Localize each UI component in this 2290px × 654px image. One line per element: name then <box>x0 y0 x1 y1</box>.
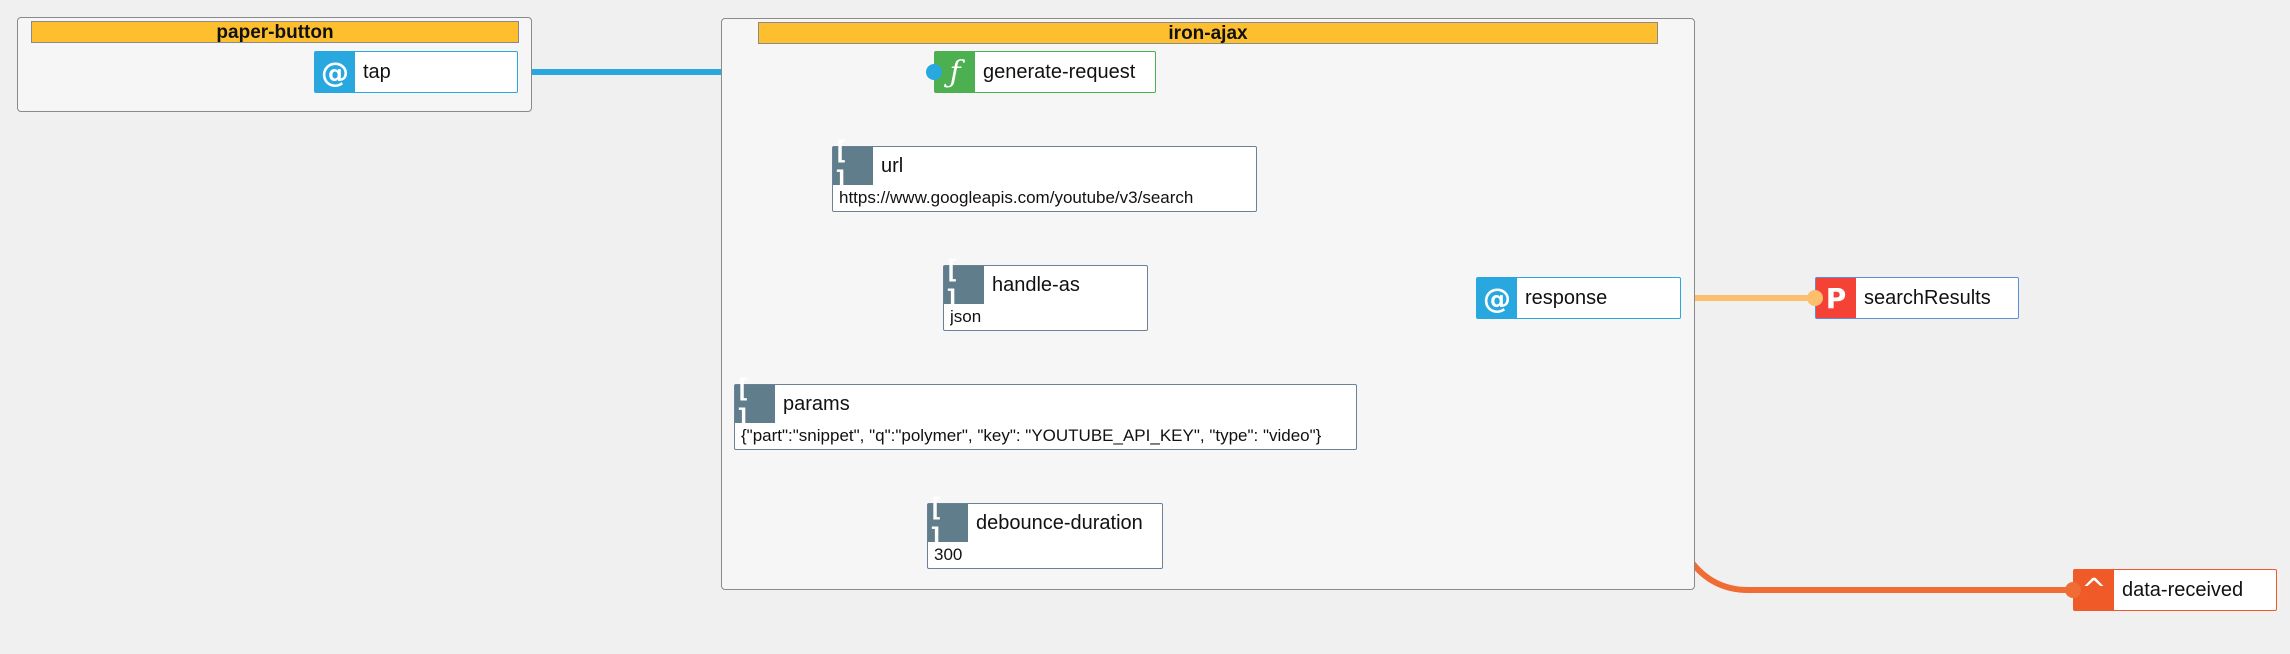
at-sign-icon: @ <box>1477 278 1517 318</box>
node-label: tap <box>363 60 391 83</box>
attribute-params[interactable]: [ ] params {"part":"snippet", "q":"polym… <box>734 374 1357 450</box>
group-title: paper-button <box>31 21 519 43</box>
attribute-name: handle-as <box>992 273 1080 296</box>
attribute-value[interactable]: 300 <box>934 545 963 564</box>
attribute-url[interactable]: [ ] url https://www.googleapis.com/youtu… <box>832 136 1257 212</box>
attribute-handle-as[interactable]: [ ] handle-as json <box>943 255 1148 331</box>
attribute-name: url <box>881 154 904 177</box>
response-event-node[interactable]: @ response <box>1476 277 1681 319</box>
generate-request-method-node[interactable]: ƒ generate-request <box>934 51 1156 93</box>
node-label: response <box>1525 286 1608 309</box>
attribute-name: debounce-duration <box>976 511 1143 534</box>
function-icon: ƒ <box>935 52 975 92</box>
attribute-value[interactable]: json <box>950 307 982 326</box>
tap-event-node[interactable]: @ tap <box>314 51 518 93</box>
group-title: iron-ajax <box>758 22 1658 44</box>
caret-icon: ^ <box>2074 570 2114 610</box>
property-icon: P <box>1816 278 1856 318</box>
data-received-dispatch-node[interactable]: ^ data-received <box>2073 569 2277 611</box>
brackets-icon: [ ] <box>833 136 873 196</box>
attribute-name: params <box>783 392 850 415</box>
node-label: searchResults <box>1864 286 1991 309</box>
attribute-debounce-duration[interactable]: [ ] debounce-duration 300 <box>927 493 1163 569</box>
brackets-icon: [ ] <box>735 374 775 434</box>
at-sign-icon: @ <box>315 52 355 92</box>
attribute-value[interactable]: https://www.googleapis.com/youtube/v3/se… <box>839 188 1194 207</box>
search-results-property-node[interactable]: P searchResults <box>1815 277 2019 319</box>
attribute-value[interactable]: {"part":"snippet", "q":"polymer", "key":… <box>741 426 1322 445</box>
brackets-icon: [ ] <box>928 493 968 553</box>
brackets-icon: [ ] <box>944 255 984 315</box>
node-label: data-received <box>2122 578 2244 601</box>
node-label: generate-request <box>983 60 1136 83</box>
